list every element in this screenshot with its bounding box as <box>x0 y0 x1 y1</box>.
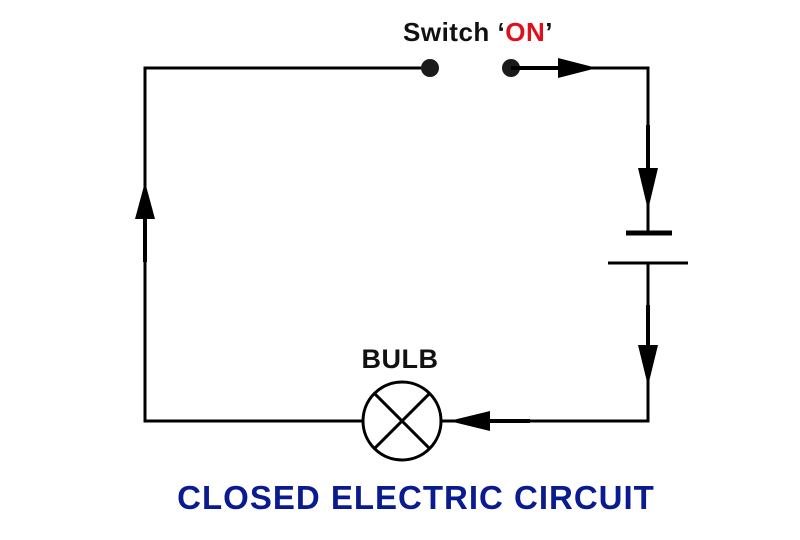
wire-top-right <box>509 66 650 235</box>
arrow-head-down <box>638 168 658 210</box>
bulb <box>361 380 443 462</box>
current-arrow-right-lower <box>638 305 658 386</box>
battery-cell <box>608 230 688 265</box>
switch-label-suffix: ’ <box>545 17 553 47</box>
switch-label-prefix: Switch ‘ <box>403 17 505 47</box>
current-arrow-left <box>135 182 155 262</box>
wire-right-lower <box>439 261 650 423</box>
arrow-head-down <box>638 345 658 386</box>
current-arrow-bottom <box>449 411 530 431</box>
arrow-head-left <box>449 411 490 431</box>
bulb-label: BULB <box>362 344 439 374</box>
diagram-title: CLOSED ELECTRIC CIRCUIT <box>177 479 655 516</box>
bulb-cross-b <box>373 392 431 450</box>
arrow-head-up <box>135 182 155 219</box>
arrow-head-right <box>558 58 597 78</box>
switch-state-text: ON <box>505 17 545 47</box>
switch-terminal-left <box>421 59 439 77</box>
switch <box>421 59 520 77</box>
current-arrow-right-upper <box>638 125 658 210</box>
switch-label: Switch ‘ON’ <box>403 17 553 47</box>
current-arrow-top <box>511 58 597 78</box>
